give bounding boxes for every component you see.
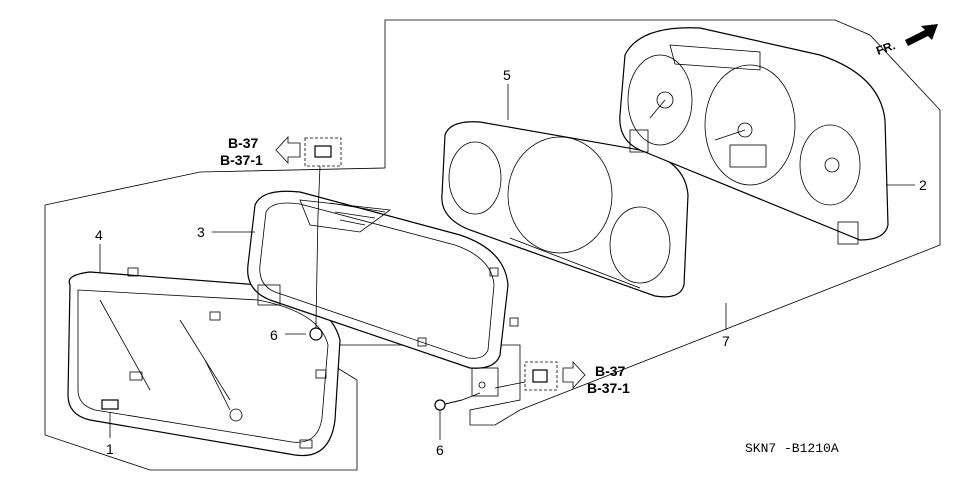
callout-6-lower: 6 [436,442,444,458]
part-lens[interactable] [67,267,341,457]
part-panel[interactable] [441,121,689,298]
front-direction-label: FR. [874,38,897,58]
part-combination-meter[interactable] [619,27,889,245]
callout-1: 1 [106,441,114,457]
callout-7: 7 [722,333,730,349]
screw-upper[interactable] [309,214,323,341]
ref-upper-b37[interactable]: B-37 [228,135,259,151]
ref-upper-b37-1[interactable]: B-37-1 [220,152,263,168]
callout-2: 2 [919,177,927,193]
screw-lower[interactable] [434,392,481,411]
ref-arrow-upper [275,135,301,165]
part-visor[interactable] [247,190,519,397]
callout-6-upper: 6 [270,327,278,343]
clip-upper[interactable] [304,137,342,216]
ref-lower-b37[interactable]: B-37 [595,363,626,379]
diagram-code: SKN7 -B1210A [745,441,839,456]
front-direction-arrow [905,24,938,46]
ref-arrow-lower [562,360,586,390]
callout-5: 5 [503,67,511,83]
assembly-boundary [44,19,941,471]
ref-lower-b37-1[interactable]: B-37-1 [587,380,630,396]
callout-4: 4 [95,227,103,243]
clip-lower[interactable] [494,361,558,391]
callout-3: 3 [197,224,205,240]
